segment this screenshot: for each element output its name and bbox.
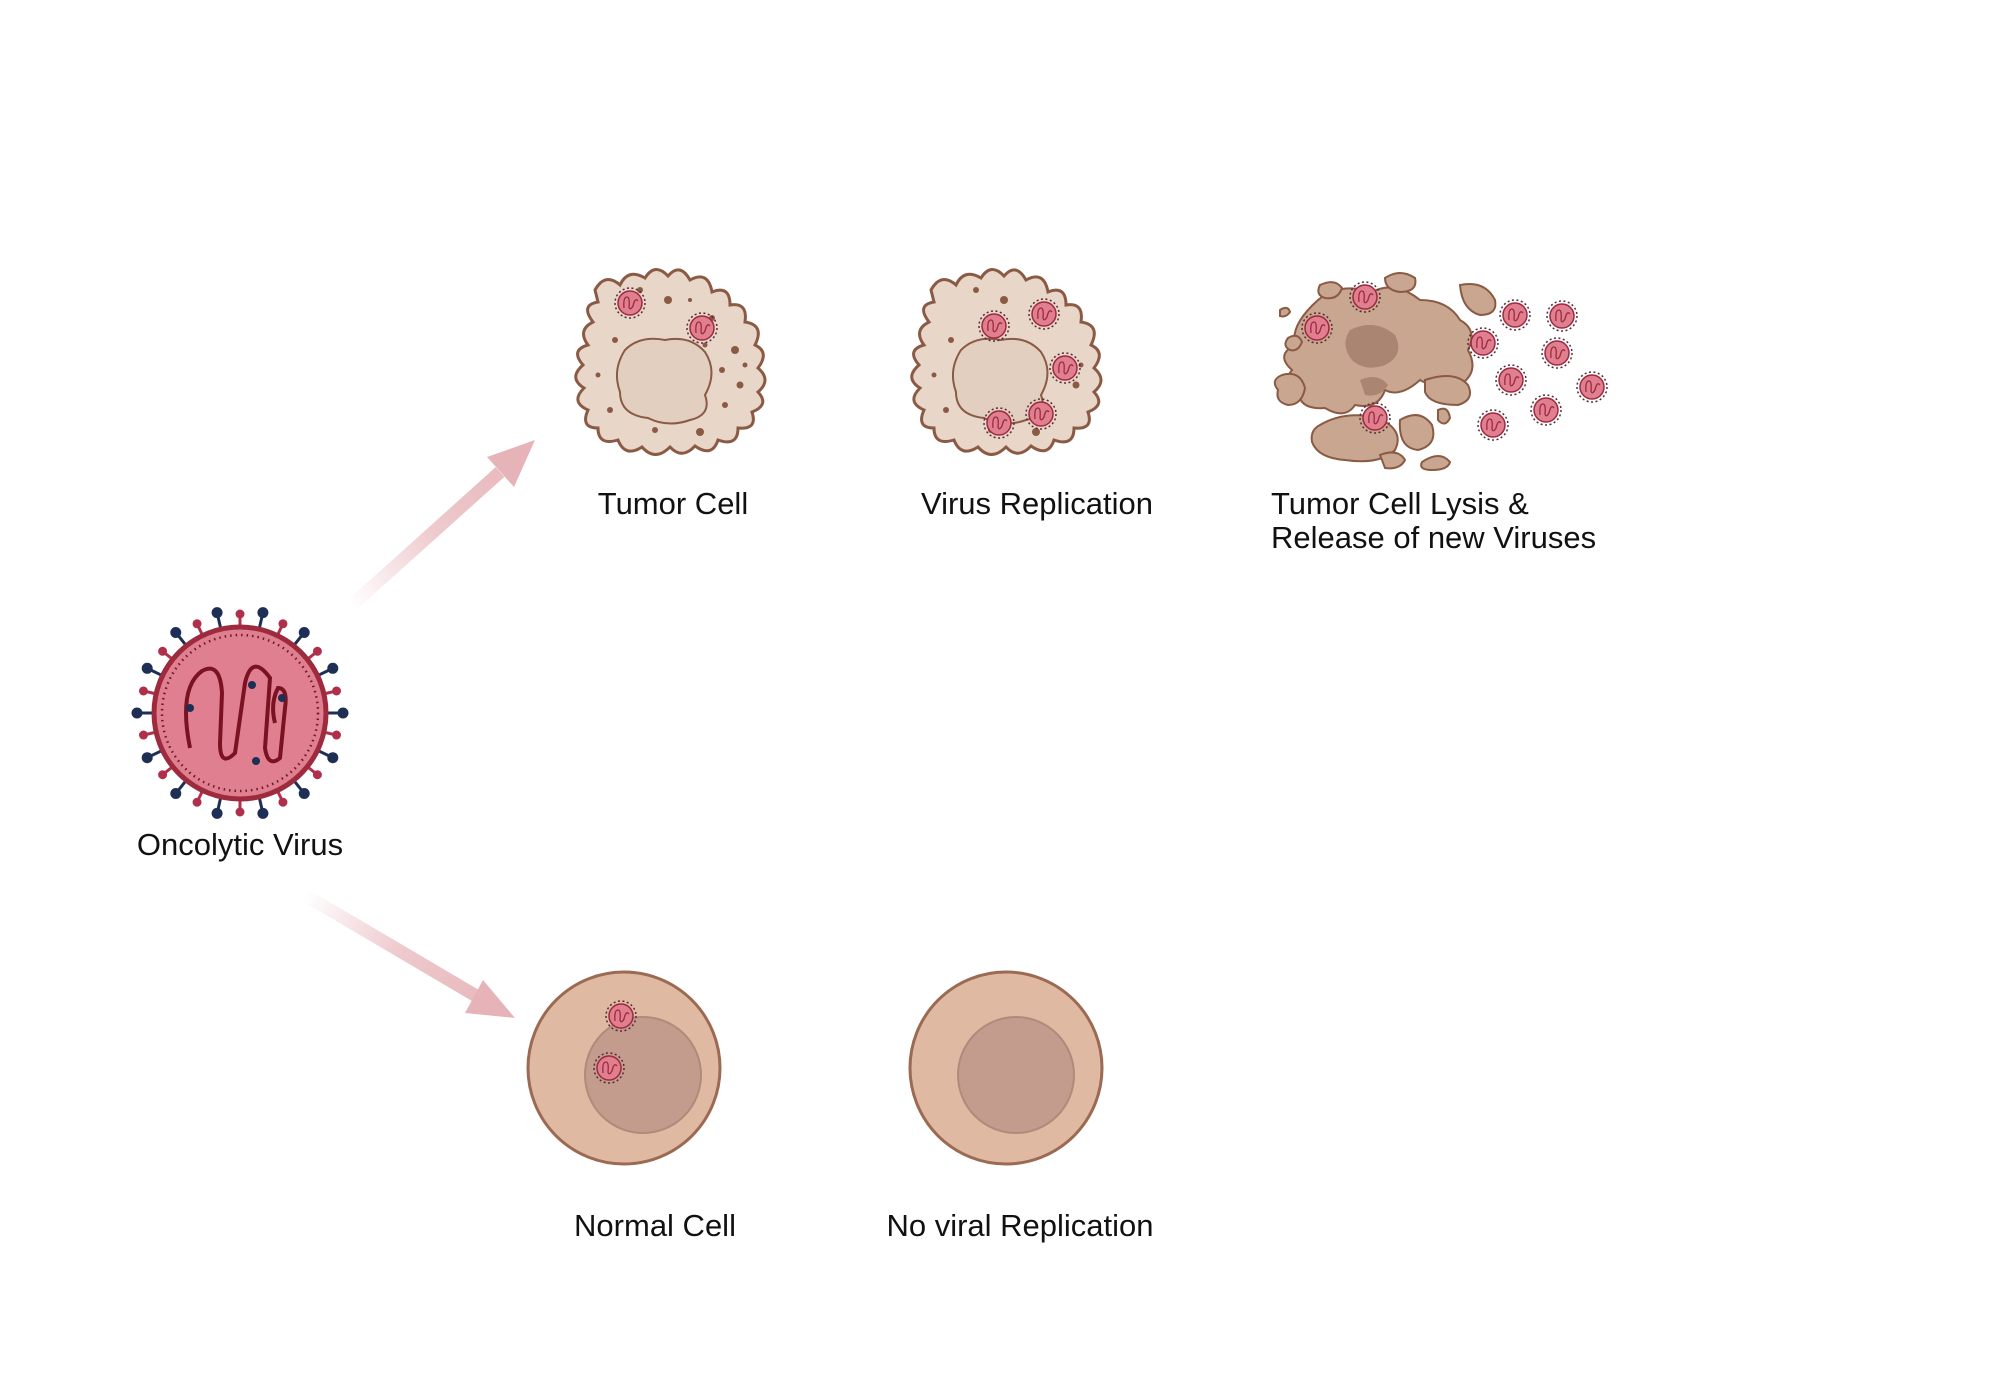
virus-spike-head (235, 609, 245, 619)
virus-spike-head (170, 626, 182, 638)
virus-spike-head (278, 619, 288, 629)
virus-spike-head (298, 788, 310, 800)
virus-spike-head (235, 807, 245, 817)
virus-spike-head (298, 626, 310, 638)
normal-cell-icon (526, 970, 722, 1166)
virus-spike-head (192, 797, 202, 807)
virus-spike-head (257, 607, 269, 619)
virus-spike-head (138, 686, 148, 696)
lysed-tumor-cell-icon (1273, 272, 1608, 472)
virus-spike-head (158, 770, 168, 780)
virus-spike-head (257, 807, 269, 819)
lysis-label-line2: Release of new Viruses (1271, 520, 1597, 555)
virus-spike-head (192, 619, 202, 629)
virus-spike-head (332, 686, 342, 696)
virus-spike-head (278, 797, 288, 807)
virus-spike-head (312, 646, 322, 656)
virus-spike-head (211, 607, 223, 619)
virus-spike-head (211, 807, 223, 819)
no-viral-replication-label: No viral Replication (886, 1208, 1154, 1243)
virus-spike-head (170, 788, 182, 800)
oncolytic-virus-label: Oncolytic Virus (136, 827, 344, 862)
virus-spike-head (332, 730, 342, 740)
infected-tumor-cell-icon (910, 268, 1103, 456)
virus-spike-head (141, 662, 153, 674)
virus-spike-head (138, 730, 148, 740)
arrow-to-tumor-cell (347, 440, 535, 610)
virus-spike-head (131, 707, 143, 719)
lysis-label-line1: Tumor Cell Lysis & (1271, 486, 1529, 521)
virus-spike-head (312, 770, 322, 780)
normal-cell-label: Normal Cell (574, 1208, 736, 1243)
virus-spike-head (141, 752, 153, 764)
virus-spike-head (337, 707, 349, 719)
virus-spike-head (327, 662, 339, 674)
virus-spike-head (158, 646, 168, 656)
tumor-cell-icon (574, 268, 767, 456)
normal-cell-no-replication-icon (908, 970, 1104, 1166)
tumor-cell-label: Tumor Cell (597, 486, 749, 521)
virus-replication-label: Virus Replication (920, 486, 1154, 521)
virus-icon (131, 607, 349, 819)
virus-spike-head (327, 752, 339, 764)
arrow-to-normal-cell (301, 889, 515, 1018)
